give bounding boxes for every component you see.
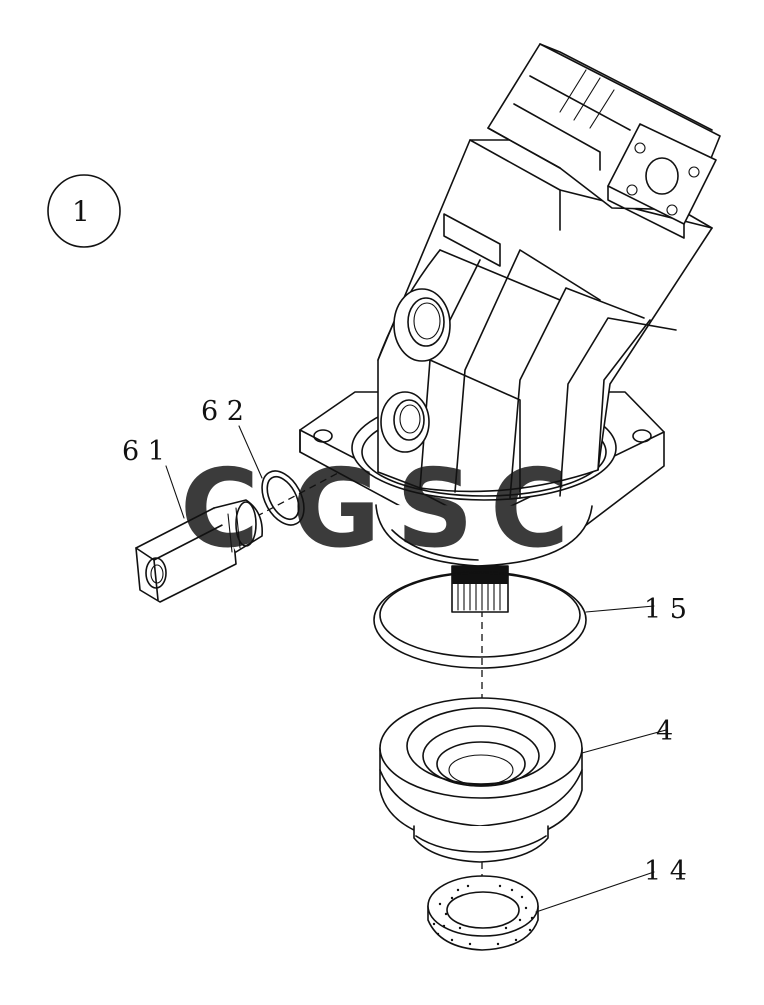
- callout-14: 1 4: [644, 856, 687, 887]
- figure-index-label: 1: [72, 195, 90, 228]
- callout-61: 6 1: [122, 436, 165, 467]
- part-15-seal-ring: [373, 571, 587, 669]
- callout-4: 4: [656, 716, 673, 747]
- watermark-letter-4: C: [490, 447, 569, 572]
- part-14-washer: [427, 875, 539, 951]
- watermark-logo: C G S C: [180, 447, 569, 572]
- callout-62: 6 2: [201, 396, 244, 427]
- part-62-o-ring: [261, 470, 305, 526]
- callout-15: 1 5: [644, 594, 687, 625]
- leader-lines: [165, 425, 667, 913]
- watermark-letter-2: G: [292, 447, 381, 572]
- part-4-housing: [379, 697, 583, 863]
- part-61-hex-fitting: [135, 499, 263, 603]
- figure-index-badge: 1: [47, 174, 121, 248]
- hydraulic-motor-body: [299, 43, 721, 613]
- watermark-letter-1: C: [180, 447, 259, 572]
- watermark-letter-3: S: [396, 447, 474, 572]
